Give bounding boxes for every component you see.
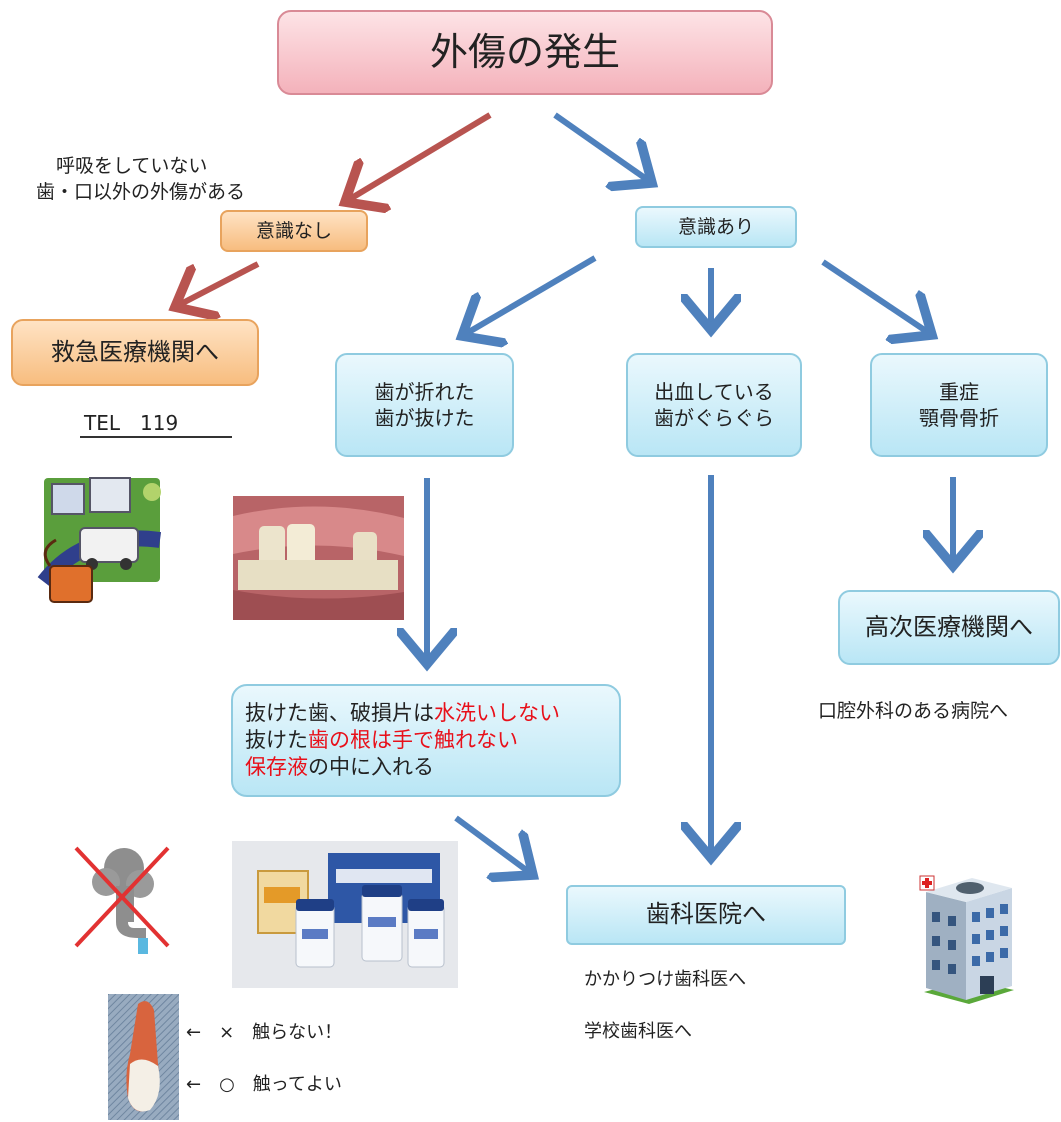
- instruction-line1-a: 抜けた歯、破損片は: [245, 700, 434, 725]
- title-text: 外傷の発生: [429, 29, 620, 74]
- arrow-title-to-conscious: [553, 112, 652, 183]
- arrow-unconscious-to-emergency: [175, 261, 260, 307]
- arrow-conscious-to-broken: [462, 255, 597, 336]
- arrow-title-to-unconscious: [345, 112, 492, 202]
- instruction-line3: 保存液の中に入れる: [245, 754, 434, 781]
- dont-touch-note: ← × 触らない！: [186, 1022, 343, 1043]
- case-bleeding-line1: 出血している: [654, 380, 774, 404]
- case-severe-line2: 顎骨骨折: [919, 406, 999, 430]
- instruction-line3-a: 保存液: [245, 755, 308, 780]
- instruction-line2-a: 抜けた: [245, 727, 308, 752]
- higher-care-note: 口腔外科のある病院へ: [818, 700, 1009, 722]
- unconscious-label: 意識なし: [255, 219, 332, 242]
- instruction-line2: 抜けた歯の根は手で触れない: [245, 727, 518, 754]
- emergency-label: 救急医療機関へ: [51, 337, 219, 366]
- ambulance-illustration: [34, 470, 170, 610]
- instructions-box: 抜けた歯、破損片は水洗いしない 抜けた歯の根は手で触れない 保存液の中に入れる: [231, 684, 621, 797]
- instruction-line2-b: 歯の根は手で触れない: [308, 727, 518, 752]
- dental-clinic-box: 歯科医院へ: [566, 885, 846, 945]
- dental-clinic-label: 歯科医院へ: [646, 900, 766, 929]
- title-box: 外傷の発生: [277, 10, 773, 95]
- higher-care-box: 高次医療機関へ: [838, 590, 1060, 665]
- higher-care-label: 高次医療機関へ: [865, 612, 1033, 641]
- hospital-building-icon: [914, 872, 1024, 1008]
- missing-tooth-photo: [233, 496, 404, 620]
- conscious-label: 意識あり: [677, 215, 754, 238]
- conscious-box: 意識あり: [635, 206, 797, 248]
- tooth-root-photo: [108, 994, 179, 1120]
- ok-touch-note: ← ○ 触ってよい: [186, 1074, 342, 1095]
- dental-clinic-note2: 学校歯科医へ: [584, 1021, 692, 1042]
- arrow-instructions-to-clinic: [454, 815, 533, 875]
- preservation-solution-photo: [232, 841, 458, 988]
- case-broken-line2: 歯が抜けた: [374, 406, 475, 430]
- tel-number: TEL 119: [80, 407, 232, 438]
- case-broken-tooth: 歯が折れた 歯が抜けた: [335, 353, 514, 457]
- case-broken-line1: 歯が折れた: [374, 380, 475, 404]
- instruction-line1-b: 水洗いしない: [434, 700, 560, 725]
- no-water-faucet-icon: [68, 842, 178, 956]
- instruction-line3-b: の中に入れる: [308, 755, 434, 780]
- arrow-conscious-to-severe: [821, 259, 932, 335]
- case-bleeding-line2: 歯がぐらぐら: [654, 406, 774, 430]
- case-severe-line1: 重症: [939, 380, 979, 404]
- unconscious-box: 意識なし: [220, 210, 368, 252]
- case-severe: 重症 顎骨骨折: [870, 353, 1048, 457]
- instruction-line1: 抜けた歯、破損片は水洗いしない: [245, 700, 560, 727]
- condition-line2: 歯・口以外の外傷がある: [36, 181, 246, 203]
- case-bleeding: 出血している 歯がぐらぐら: [626, 353, 802, 457]
- condition-line1: 呼吸をしていない: [56, 155, 208, 177]
- emergency-box: 救急医療機関へ: [11, 319, 259, 386]
- dental-clinic-note1: かかりつけ歯科医へ: [584, 969, 747, 990]
